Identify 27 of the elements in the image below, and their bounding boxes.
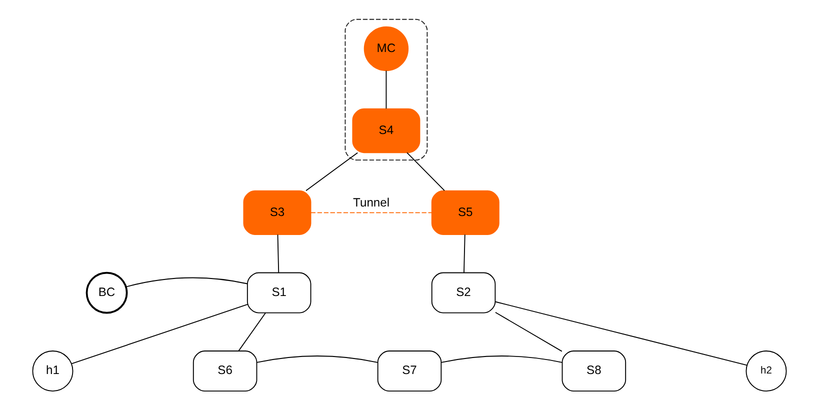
connector — [125, 277, 248, 288]
connector — [310, 212, 432, 214]
cluster — [344, 18, 428, 161]
node-circle: h2 — [745, 350, 786, 392]
node-box: S8 — [561, 350, 626, 392]
node-circle: h1 — [32, 350, 73, 392]
node-circle: BC — [85, 272, 128, 314]
node-box: S5 — [430, 190, 499, 236]
edge-label: Tunnel — [352, 196, 390, 210]
node-box: S7 — [376, 350, 442, 392]
connector — [463, 234, 465, 274]
node-box: S4 — [352, 108, 420, 154]
connector — [494, 312, 562, 352]
connector — [440, 356, 562, 363]
connector — [406, 152, 444, 192]
connector — [256, 356, 378, 363]
connector — [385, 70, 386, 110]
node-circle: MC — [363, 26, 408, 72]
connector — [238, 312, 266, 352]
connector — [276, 234, 279, 274]
node-box: S6 — [192, 350, 257, 392]
connector — [305, 152, 358, 192]
node-box: S3 — [242, 190, 311, 236]
node-box: S2 — [430, 272, 496, 314]
node-box: S1 — [246, 272, 311, 314]
connector — [494, 301, 747, 366]
connector — [70, 304, 248, 364]
